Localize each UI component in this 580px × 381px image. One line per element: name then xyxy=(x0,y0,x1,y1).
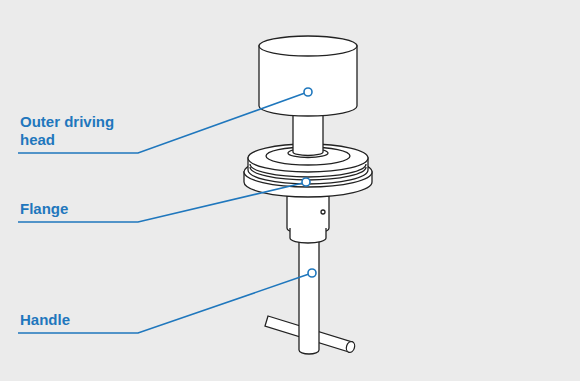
pin-hole xyxy=(321,210,325,214)
part-label: Outer driving head xyxy=(20,113,130,149)
leader-line xyxy=(18,93,305,153)
leader-dot xyxy=(302,178,310,186)
leader-dot xyxy=(308,269,316,277)
leader-lines xyxy=(18,88,316,333)
part-label: Flange xyxy=(20,200,130,218)
leader-dot xyxy=(304,88,312,96)
leader-line xyxy=(18,183,303,222)
tool-drawing xyxy=(244,36,372,354)
leader-line xyxy=(18,274,309,333)
lower-collar xyxy=(290,228,326,243)
t-bar-end xyxy=(345,341,356,354)
part-label: Handle xyxy=(20,311,130,329)
driving-head-top xyxy=(259,36,357,56)
handle-rod xyxy=(299,232,319,354)
